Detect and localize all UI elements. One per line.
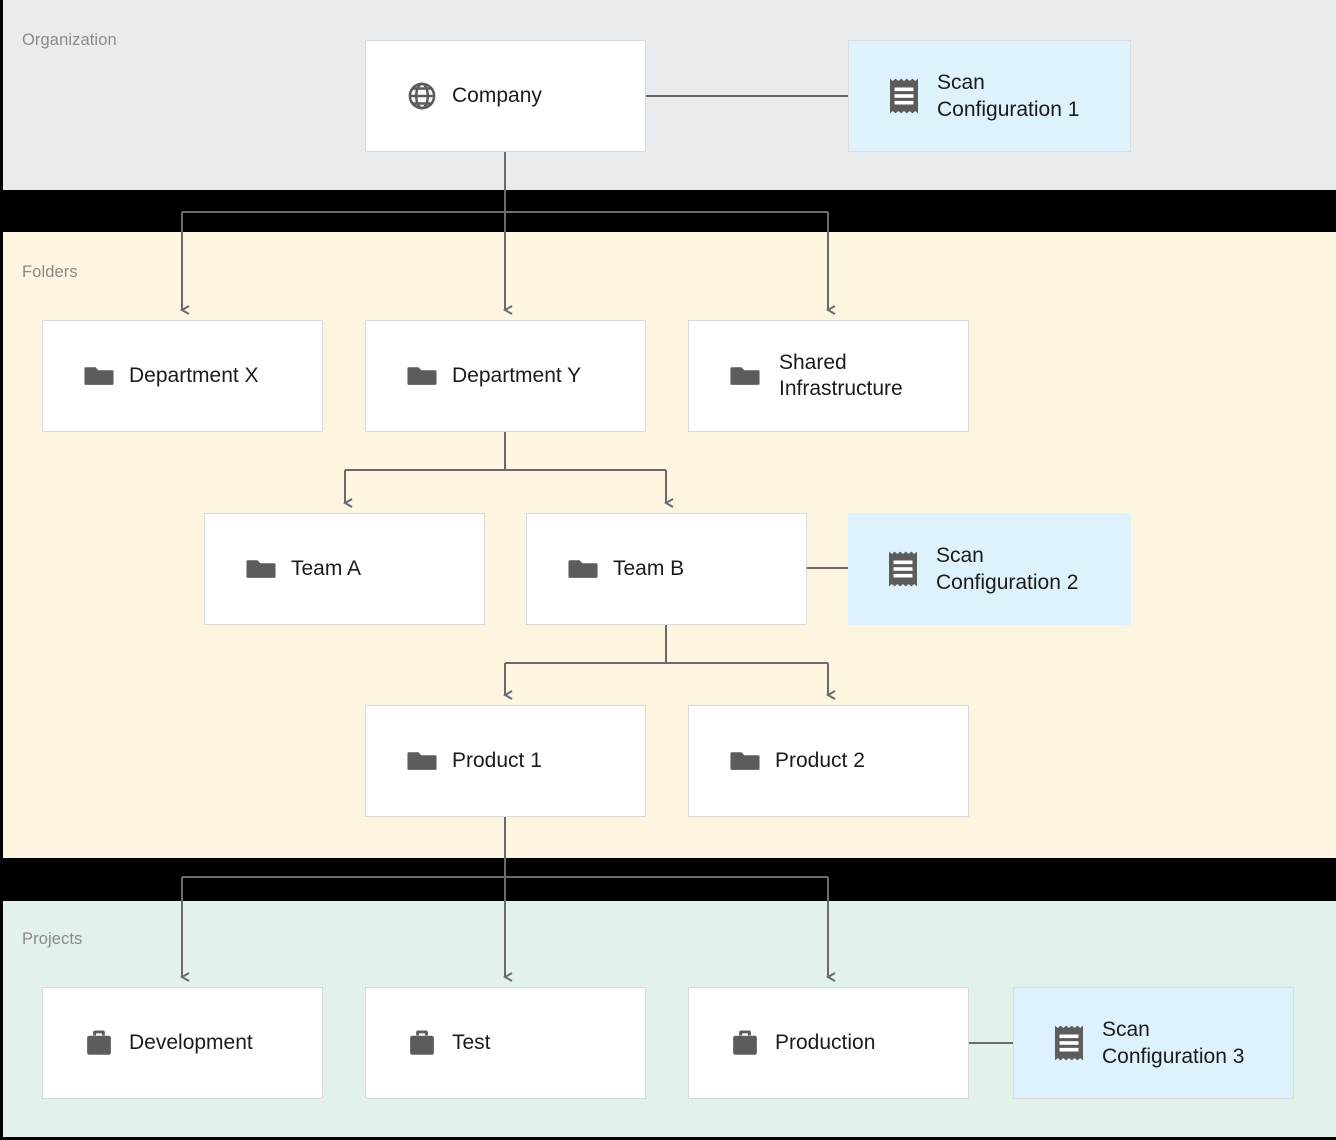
node-label: Department X [129, 364, 259, 387]
node-product-1[interactable]: Product 1 [365, 705, 646, 817]
node-development[interactable]: Development [42, 987, 323, 1099]
node-department-x[interactable]: Department X [42, 320, 323, 432]
node-label: Scan Configuration 3 [1102, 1018, 1245, 1068]
folder-icon [407, 752, 437, 770]
node-label: Shared Infrastructure [779, 351, 903, 400]
band-label-folders: Folders [22, 263, 78, 281]
folder-icon [568, 560, 598, 578]
folder-icon [407, 367, 437, 385]
folder-icon [730, 367, 760, 385]
node-product-2[interactable]: Product 2 [688, 705, 969, 817]
node-scan-config-2[interactable]: Scan Configuration 2 [848, 513, 1131, 625]
folder-icon [84, 367, 114, 385]
node-team-b[interactable]: Team B [526, 513, 807, 625]
band-label-organization: Organization [22, 31, 117, 49]
receipt-icon [889, 551, 917, 587]
node-production[interactable]: Production [688, 987, 969, 1099]
node-label: Test [452, 1031, 491, 1054]
receipt-icon [890, 78, 918, 114]
globe-icon [408, 82, 436, 110]
node-label: Company [452, 84, 542, 107]
node-scan-config-3[interactable]: Scan Configuration 3 [1013, 987, 1294, 1099]
node-label: Scan Configuration 1 [937, 71, 1080, 121]
node-label: Development [129, 1031, 253, 1054]
node-label: Team B [613, 557, 685, 580]
node-label: Department Y [452, 364, 582, 387]
briefcase-icon [87, 1030, 111, 1055]
band-organization [3, 0, 1336, 190]
node-label: Scan Configuration 2 [936, 544, 1079, 594]
node-label: Team A [291, 557, 362, 580]
briefcase-icon [410, 1030, 434, 1055]
node-department-y[interactable]: Department Y [365, 320, 646, 432]
briefcase-icon [733, 1030, 757, 1055]
folder-icon [246, 560, 276, 578]
node-team-a[interactable]: Team A [204, 513, 485, 625]
band-label-projects: Projects [22, 930, 83, 948]
node-company[interactable]: Company [365, 40, 646, 152]
node-shared-infrastructure[interactable]: Shared Infrastructure [688, 320, 969, 432]
node-label: Product 1 [452, 749, 542, 772]
node-label: Production [775, 1031, 876, 1054]
node-scan-config-1[interactable]: Scan Configuration 1 [848, 40, 1131, 152]
node-label: Product 2 [775, 749, 865, 772]
node-test[interactable]: Test [365, 987, 646, 1099]
receipt-icon [1055, 1025, 1083, 1061]
folder-icon [730, 752, 760, 770]
